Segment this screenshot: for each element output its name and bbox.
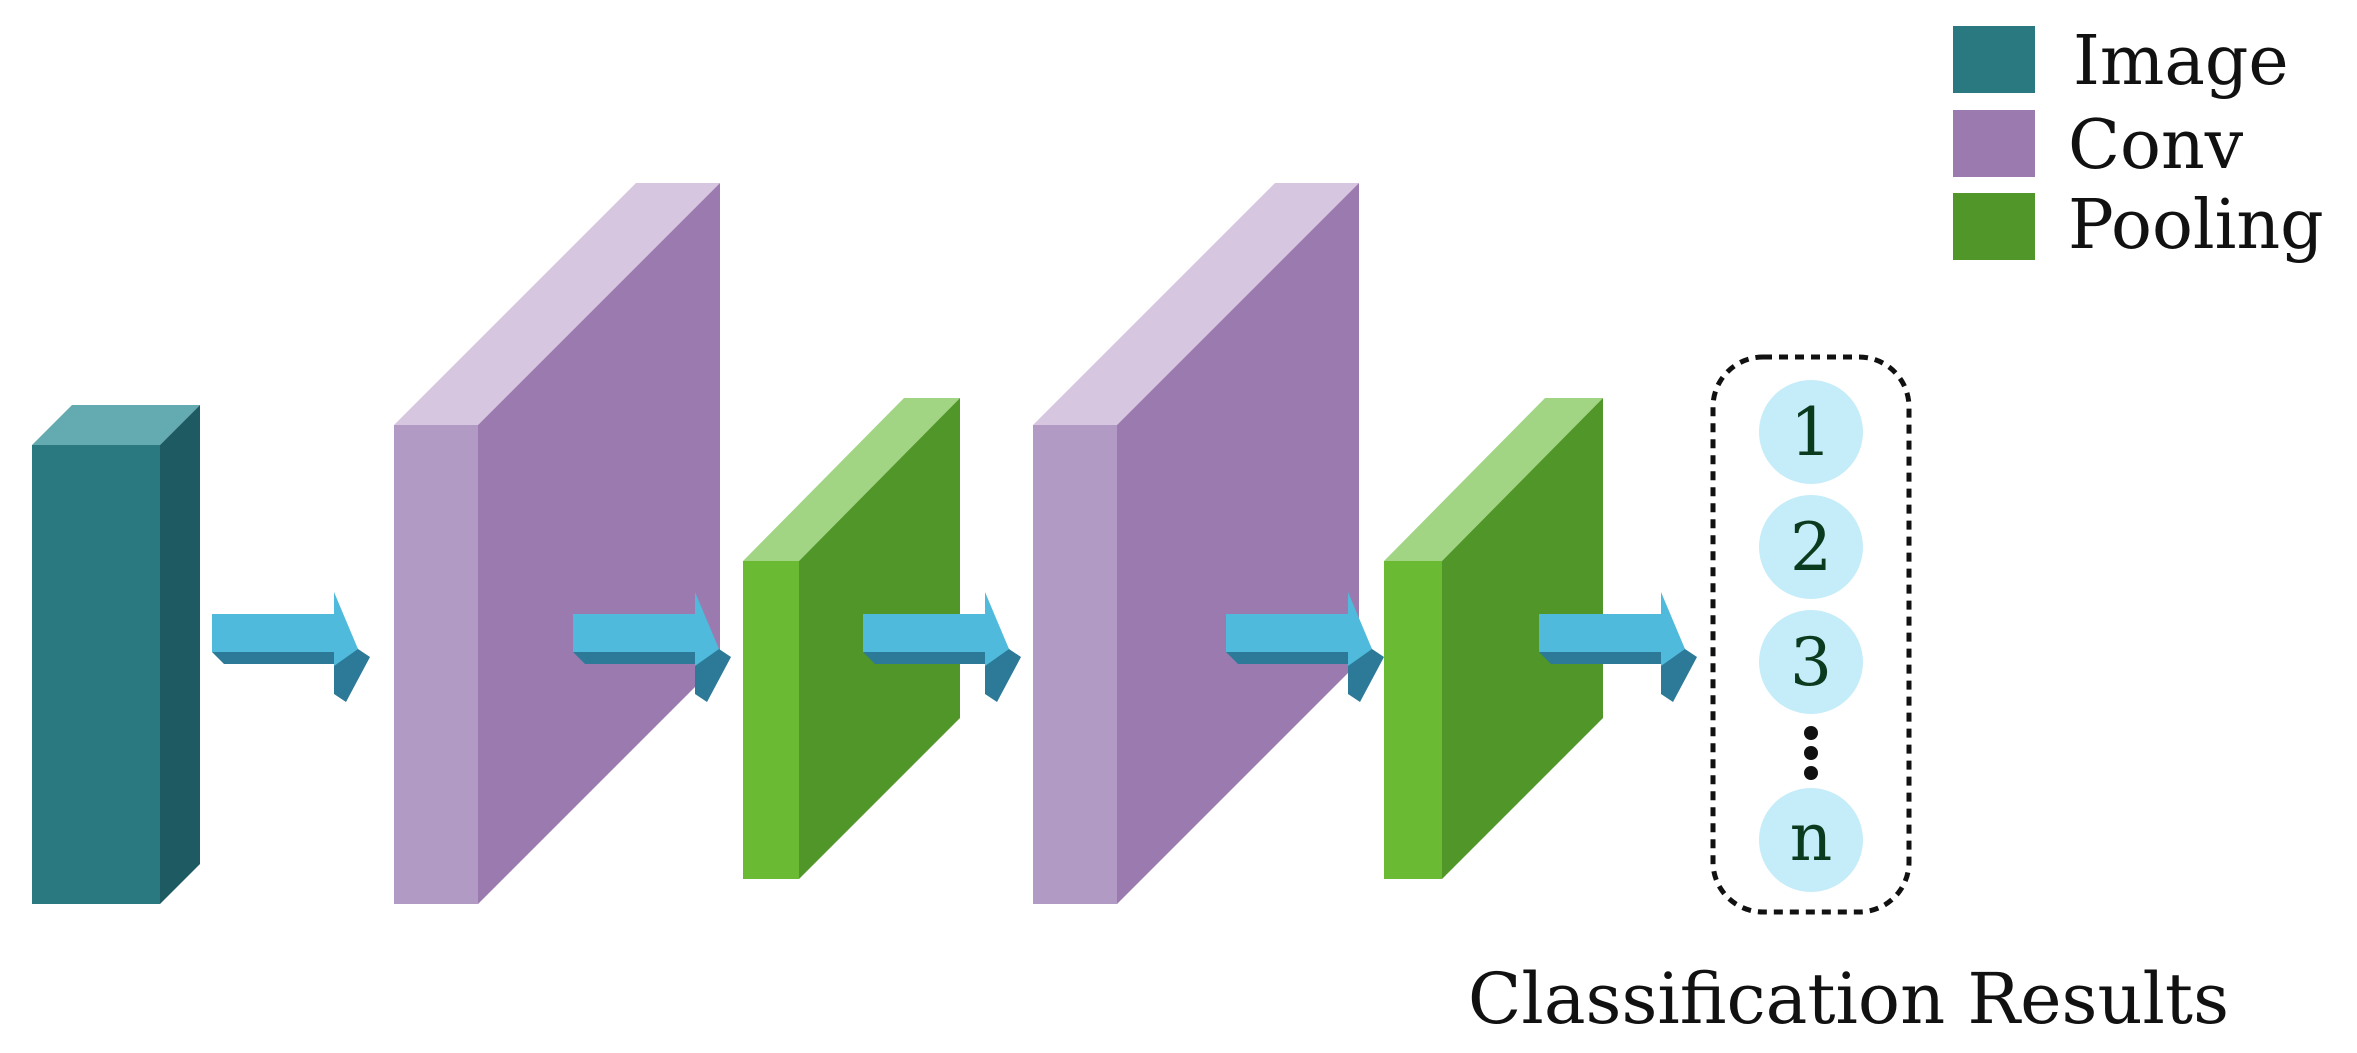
result-ellipsis (1804, 726, 1818, 780)
legend-label-conv: Conv (2068, 106, 2244, 185)
result-item-n: n (1759, 788, 1863, 892)
arrow-4 (1226, 592, 1384, 702)
conv-block-1 (394, 183, 720, 904)
arrow-3 (863, 592, 1021, 702)
arrow-5 (1539, 592, 1697, 702)
pooling-block-2 (1384, 398, 1603, 879)
legend-item-image: Image (1953, 22, 2289, 101)
result-item-3: 3 (1759, 610, 1863, 714)
result-label-1: 1 (1790, 394, 1832, 471)
arrow-2 (573, 592, 731, 702)
legend-swatch-pooling (1953, 193, 2035, 260)
legend-label-pooling: Pooling (2068, 186, 2324, 265)
legend-label-image: Image (2073, 22, 2289, 101)
classification-results: 1 2 3 n Classification Results (1468, 354, 2229, 1040)
result-item-2: 2 (1759, 495, 1863, 599)
results-dashed-box (1710, 354, 1912, 915)
result-label-2: 2 (1790, 509, 1832, 586)
image-block (32, 405, 200, 904)
arrow-1 (212, 592, 370, 702)
result-label-n: n (1790, 799, 1833, 876)
legend-swatch-image (1953, 26, 2035, 93)
legend-item-pooling: Pooling (1953, 186, 2324, 265)
legend: Image Conv Pooling (1953, 22, 2324, 265)
result-label-3: 3 (1790, 624, 1832, 701)
conv-block-2 (1033, 183, 1359, 904)
result-item-1: 1 (1759, 380, 1863, 484)
classification-results-caption: Classification Results (1468, 958, 2229, 1040)
legend-item-conv: Conv (1953, 106, 2244, 185)
legend-swatch-conv (1953, 110, 2035, 177)
